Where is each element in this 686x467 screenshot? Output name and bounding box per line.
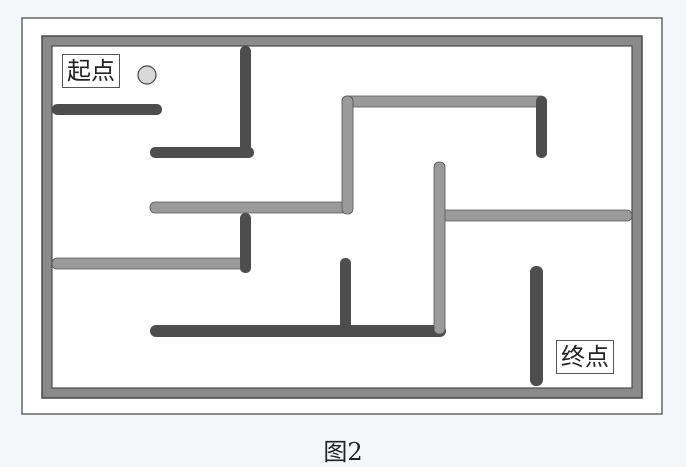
wall-v-top (240, 46, 251, 158)
wall-v-center-right (433, 161, 446, 335)
wall-v-lower-right (530, 266, 543, 386)
wall-h-left-lower (51, 257, 249, 270)
ball-icon (137, 65, 157, 85)
wall-h-2 (150, 147, 254, 158)
wall-h-start (52, 104, 162, 115)
wall-h-right (439, 209, 633, 222)
start-label: 起点 (62, 54, 120, 88)
figure-caption: 图2 (323, 438, 363, 466)
wall-v-center-top (341, 95, 354, 215)
wall-h-bottom (150, 325, 446, 337)
wall-h-middle (149, 201, 351, 214)
wall-v-center-left (240, 213, 251, 273)
wall-v-lower-middle (340, 258, 351, 332)
end-label: 终点 (556, 340, 614, 374)
maze-walls (51, 46, 633, 386)
wall-h-top-right (341, 95, 547, 108)
wall-v-top-right (536, 96, 547, 158)
